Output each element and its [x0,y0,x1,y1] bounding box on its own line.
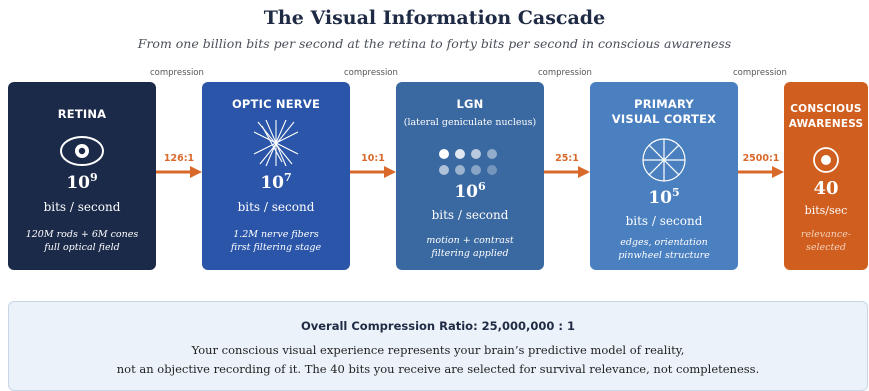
pinwheel-icon [642,138,686,182]
diagram-title: The Visual Information Cascade [263,7,606,29]
ratio-label-2: 10:1 [361,153,385,164]
stage-name-line2: AWARENESS [788,118,864,130]
stage-note-line1: 120M rods + 6M cones [25,229,139,240]
stage-note-line1: motion + contrast [426,235,514,246]
stage-rate: 107 [260,171,292,193]
stage-note-line1: 1.2M nerve fibers [233,229,319,240]
stage-rate: 109 [66,171,98,193]
stage-name-line2: VISUAL CORTEX [611,112,717,126]
focus-icon [813,147,839,173]
compression-label-4: compression [733,68,787,78]
stage-unit: bits/sec [804,204,848,217]
stage-lgn: LGN (lateral geniculate nucleus) 106 bit… [396,82,544,270]
stage-unit: bits / second [43,200,121,214]
stage-primary-visual-cortex: PRIMARY VISUAL CORTEX 105 bits / second … [590,82,738,270]
stage-unit: bits / second [431,208,509,222]
ratio-label-3: 25:1 [555,153,579,164]
stage-name: PRIMARY [634,97,694,111]
stage-note-line1: edges, orientation [620,237,708,248]
ratio-label-1: 126:1 [163,153,195,164]
dot-grid-icon [439,149,497,175]
eye-icon [60,136,104,166]
stage-name: CONSCIOUS [790,103,862,115]
stage-note-line2: first filtering stage [230,242,322,253]
summary-line-1: Your conscious visual experience represe… [191,343,685,357]
stage-rate: 105 [648,186,680,208]
stage-rate: 106 [454,180,486,202]
ratio-label-4: 2500:1 [742,153,780,164]
stage-name: RETINA [57,107,107,121]
arrow-3 [544,166,590,178]
stage-rate: 40 [813,178,839,199]
diagram-subtitle: From one billion bits per second at the … [137,36,732,51]
stage-optic-nerve: OPTIC NERVE 107 bits / second 1.2M nerve… [202,82,350,270]
arrow-2 [350,166,396,178]
summary-panel: Overall Compression Ratio: 25,000,000 : … [8,301,868,391]
stage-unit: bits / second [237,200,315,214]
compression-label-3: compression [538,68,592,78]
summary-line-2: not an objective recording of it. The 40… [116,362,760,376]
stage-note-line2: pinwheel structure [618,250,710,261]
stage-note-line2: selected [806,242,846,253]
stage-name: LGN [456,97,484,111]
stage-conscious-awareness: CONSCIOUS AWARENESS 40 bits/sec relevanc… [784,82,868,270]
stage-unit: bits / second [625,214,703,228]
stage-note-line1: relevance- [800,229,852,240]
arrow-1 [156,166,202,178]
stage-name: OPTIC NERVE [231,97,321,111]
stage-note-line2: filtering applied [431,248,509,259]
compression-label-1: compression [150,68,204,78]
summary-title: Overall Compression Ratio: 25,000,000 : … [300,319,576,333]
nerve-fibers-icon [253,119,299,167]
stage-note-line2: full optical field [44,242,120,253]
stage-retina: RETINA 109 bits / second 120M rods + 6M … [8,82,156,270]
stage-subtitle: (lateral geniculate nucleus) [403,117,537,128]
arrow-4 [738,166,784,178]
compression-label-2: compression [344,68,398,78]
